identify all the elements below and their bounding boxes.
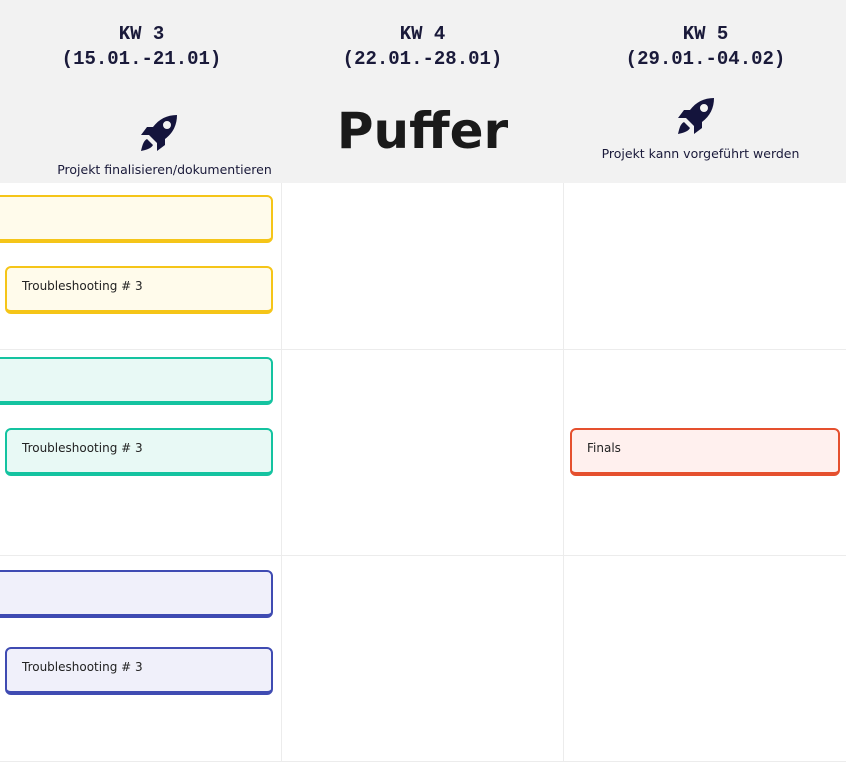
- task-card-troubleshooting[interactable]: Troubleshooting # 3: [5, 428, 273, 476]
- task-card-troubleshooting[interactable]: Troubleshooting # 3: [5, 647, 273, 695]
- week-range: (15.01.-21.01): [61, 48, 222, 70]
- task-card-troubleshooting[interactable]: Troubleshooting # 3: [5, 266, 273, 314]
- column-divider: [281, 183, 282, 762]
- milestone-label-kw5: Projekt kann vorgeführt werden: [601, 146, 800, 161]
- week-label: KW 4: [399, 23, 446, 45]
- column-divider: [563, 183, 564, 762]
- task-card-finals[interactable]: Finals: [570, 428, 840, 476]
- week-range: (22.01.-28.01): [342, 48, 503, 70]
- week-label: KW 5: [682, 23, 729, 45]
- buffer-label: Puffer: [336, 102, 509, 160]
- task-card[interactable]: [0, 195, 273, 243]
- column-header-kw3: KW 3 (15.01.-21.01): [0, 22, 283, 72]
- column-header-kw4: KW 4 (22.01.-28.01): [281, 22, 564, 72]
- week-range: (29.01.-04.02): [625, 48, 786, 70]
- milestone-label-kw3: Projekt finalisieren/dokumentieren: [57, 162, 272, 177]
- rocket-icon: [678, 98, 714, 134]
- timeline-header: [0, 0, 846, 183]
- task-card[interactable]: [0, 570, 273, 618]
- rocket-icon: [141, 115, 177, 151]
- column-header-kw5: KW 5 (29.01.-04.02): [564, 22, 846, 72]
- task-card[interactable]: [0, 357, 273, 405]
- week-label: KW 3: [118, 23, 165, 45]
- row-divider: [0, 555, 846, 556]
- row-divider: [0, 349, 846, 350]
